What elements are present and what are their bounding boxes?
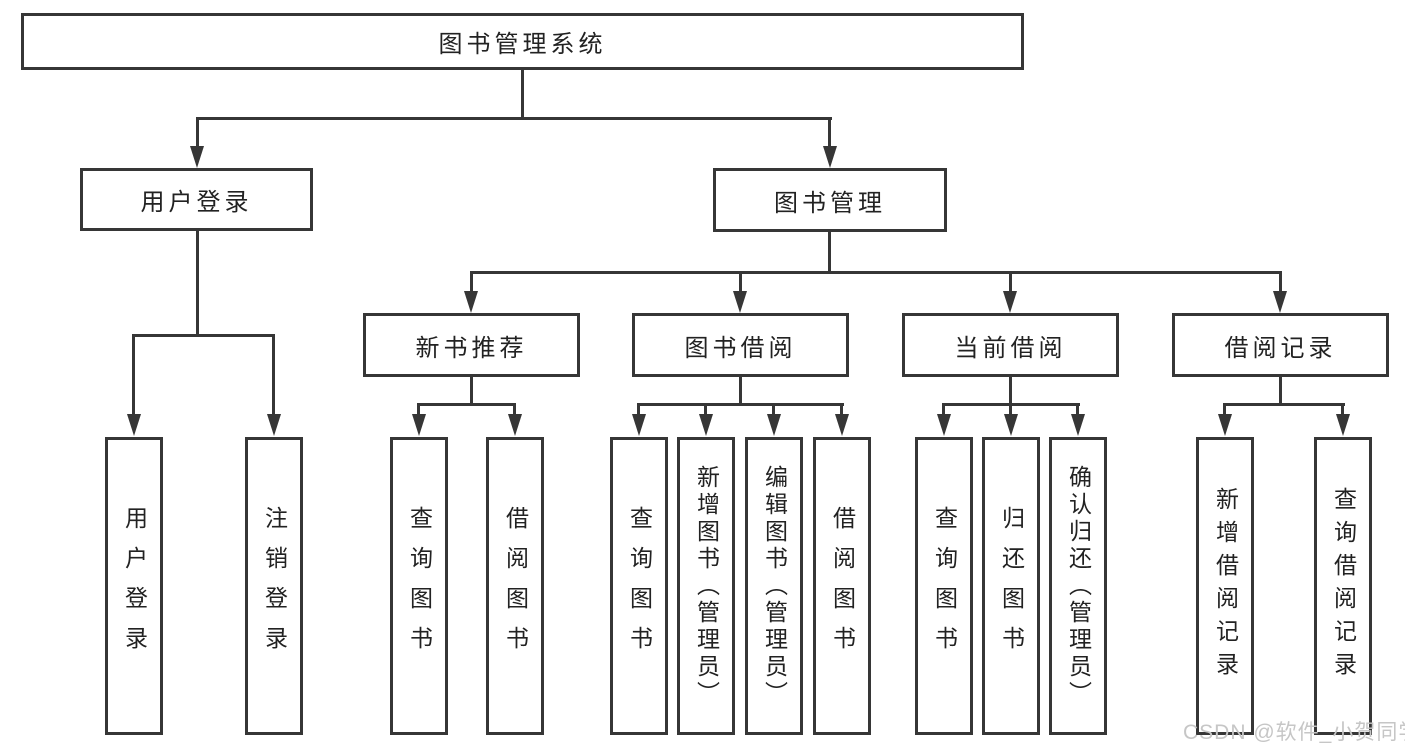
connector-root-rail	[196, 117, 832, 120]
connector-drop-leaf	[840, 403, 843, 416]
connector-drop-borrow	[739, 271, 742, 293]
node-book-borrow-label: 图书借阅	[684, 334, 797, 362]
node-borrow-records-label: 借阅记录	[1224, 334, 1337, 362]
arrow-down-icon	[699, 414, 713, 436]
node-leaf-logout: 注销登录	[245, 437, 303, 735]
node-new-book-recommend: 新书推荐	[363, 313, 580, 377]
arrow-down-icon	[1004, 414, 1018, 436]
leaf-label: 用户登录	[121, 506, 148, 666]
arrow-down-icon	[267, 414, 281, 436]
arrow-down-icon	[412, 414, 426, 436]
leaf-label: 借阅图书	[502, 506, 529, 666]
arrow-down-icon	[835, 414, 849, 436]
connector-drop-leaf	[1009, 403, 1012, 416]
node-book-management: 图书管理	[713, 168, 947, 232]
node-leaf-query-books-borrow: 查询图书	[610, 437, 668, 735]
connector-records-rail	[1223, 403, 1345, 406]
leaf-label: 归还图书	[998, 506, 1025, 666]
leaf-label: 查询图书	[406, 506, 433, 666]
arrow-down-icon	[767, 414, 781, 436]
node-root-label: 图书管理系统	[438, 31, 607, 58]
arrow-down-icon	[823, 146, 837, 168]
connector-drop-leaf	[942, 403, 945, 416]
connector-borrow-rail	[637, 403, 844, 406]
arrow-down-icon	[937, 414, 951, 436]
node-leaf-add-borrow-record: 新增借阅记录	[1196, 437, 1254, 735]
node-leaf-query-borrow-record: 查询借阅记录	[1314, 437, 1372, 735]
node-leaf-borrow-books: 借阅图书	[813, 437, 871, 735]
connector-mgmt-stem	[828, 232, 831, 274]
node-leaf-edit-books-admin: 编辑图书（管理员）	[745, 437, 803, 735]
node-leaf-query-books-recommend: 查询图书	[390, 437, 448, 735]
node-leaf-query-books-current: 查询图书	[915, 437, 973, 735]
arrow-down-icon	[733, 291, 747, 313]
leaf-label: 查询图书	[931, 506, 958, 666]
node-leaf-confirm-return-admin: 确认归还（管理员）	[1049, 437, 1107, 735]
arrow-down-icon	[508, 414, 522, 436]
leaf-label: 新增借阅记录	[1212, 487, 1239, 685]
connector-root-stem	[521, 68, 524, 119]
connector-drop-leaf	[637, 403, 640, 416]
connector-recommend-stem	[470, 377, 473, 406]
connector-drop-recommend	[470, 271, 473, 293]
arrow-down-icon	[1003, 291, 1017, 313]
connector-mgmt-rail	[470, 271, 1282, 274]
node-leaf-return-books: 归还图书	[982, 437, 1040, 735]
node-book-management-label: 图书管理	[774, 189, 886, 217]
connector-drop-login-leaf	[132, 334, 135, 416]
connector-drop-leaf	[417, 403, 420, 416]
node-user-login: 用户登录	[80, 168, 313, 231]
leaf-label: 确认归还（管理员）	[1065, 464, 1092, 708]
connector-drop-logout-leaf	[272, 334, 275, 416]
node-current-borrow: 当前借阅	[902, 313, 1119, 377]
connector-borrow-stem	[739, 377, 742, 406]
node-leaf-borrow-books-recommend: 借阅图书	[486, 437, 544, 735]
arrow-down-icon	[1218, 414, 1232, 436]
connector-drop-user-login	[196, 117, 199, 149]
connector-current-stem	[1009, 377, 1012, 406]
connector-drop-leaf	[513, 403, 516, 416]
connector-drop-current	[1009, 271, 1012, 293]
connector-drop-leaf	[704, 403, 707, 416]
node-user-login-label: 用户登录	[140, 189, 253, 216]
connector-drop-leaf	[772, 403, 775, 416]
arrow-down-icon	[632, 414, 646, 436]
arrow-down-icon	[1071, 414, 1085, 436]
connector-drop-leaf	[1341, 403, 1344, 416]
arrow-down-icon	[127, 414, 141, 436]
connector-drop-leaf	[1076, 403, 1079, 416]
connector-drop-leaf	[1223, 403, 1226, 416]
node-borrow-records: 借阅记录	[1172, 313, 1389, 377]
node-new-book-recommend-label: 新书推荐	[415, 334, 528, 362]
node-book-borrow: 图书借阅	[632, 313, 849, 377]
arrow-down-icon	[1273, 291, 1287, 313]
leaf-label: 注销登录	[261, 506, 288, 666]
arrow-down-icon	[464, 291, 478, 313]
node-leaf-add-books-admin: 新增图书（管理员）	[677, 437, 735, 735]
arrow-down-icon	[190, 146, 204, 168]
leaf-label: 查询借阅记录	[1330, 487, 1357, 685]
leaf-label: 借阅图书	[829, 506, 856, 666]
connector-login-rail	[132, 334, 275, 337]
leaf-label: 查询图书	[626, 506, 653, 666]
node-root: 图书管理系统	[21, 13, 1024, 70]
connector-drop-records	[1279, 271, 1282, 293]
leaf-label: 新增图书（管理员）	[693, 464, 720, 708]
node-leaf-user-login: 用户登录	[105, 437, 163, 735]
connector-login-stem	[196, 231, 199, 337]
connector-drop-book-mgmt	[828, 117, 831, 149]
connector-records-stem	[1279, 377, 1282, 406]
leaf-label: 编辑图书（管理员）	[761, 464, 788, 708]
node-current-borrow-label: 当前借阅	[954, 334, 1067, 362]
csdn-watermark: CSDN @软件_小贺同学	[1183, 721, 1405, 744]
connector-recommend-rail	[417, 403, 516, 406]
arrow-down-icon	[1336, 414, 1350, 436]
